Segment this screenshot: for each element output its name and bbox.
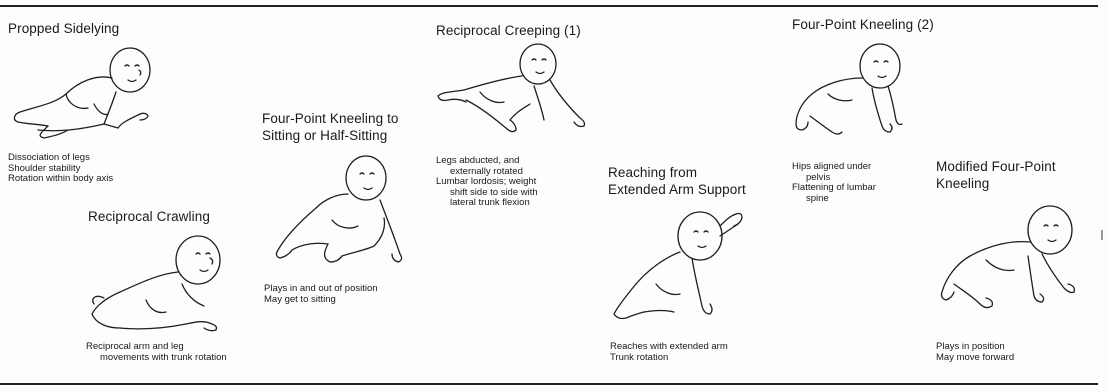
caption-line: movements with trunk rotation: [86, 353, 227, 364]
panel-title-line: Four-Point Kneeling to: [262, 110, 399, 127]
caption-line: Plays in and out of position: [264, 284, 378, 295]
caption-line: Rotation within body axis: [8, 174, 113, 185]
caption-line: Hips aligned under: [792, 162, 876, 173]
panel-title: Reaching from Extended Arm Support: [608, 164, 746, 198]
panel-title-line: Four-Point Kneeling (2): [792, 16, 934, 33]
infant-sidelying-illustration: [8, 42, 158, 142]
panel-caption: Dissociation of legs Shoulder stability …: [8, 153, 113, 185]
scan-edge-mark: [1101, 230, 1103, 240]
panel-title: Four-Point Kneeling (2): [792, 16, 934, 33]
panel-caption: Plays in and out of position May get to …: [264, 284, 378, 305]
top-rule: [0, 5, 1098, 7]
panel-title: Reciprocal Creeping (1): [436, 22, 581, 39]
caption-line: Flattening of lumbar: [792, 183, 876, 194]
panel-caption: Reciprocal arm and leg movements with tr…: [86, 342, 227, 363]
panel-caption: Legs abducted, and externally rotated Lu…: [436, 156, 538, 209]
caption-line: Reciprocal arm and leg: [86, 342, 227, 353]
infant-kneel-to-sit-illustration: [262, 150, 412, 275]
caption-line: Plays in position: [936, 342, 1014, 353]
infant-reaching-illustration: [608, 206, 758, 330]
panel-title-line: Sitting or Half-Sitting: [262, 127, 399, 144]
panel-title: Modified Four-Point Kneeling: [936, 158, 1056, 192]
panel-title: Four-Point Kneeling to Sitting or Half-S…: [262, 110, 399, 144]
caption-line: Lumbar lordosis; weight: [436, 177, 538, 188]
infant-four-point-kneeling-illustration: [788, 38, 918, 148]
panel-title-line: Modified Four-Point: [936, 158, 1056, 175]
infant-creeping-illustration: [434, 42, 594, 142]
panel-title-line: Extended Arm Support: [608, 181, 746, 198]
caption-line: Reaches with extended arm: [610, 342, 728, 353]
panel-title-line: Propped Sidelying: [8, 20, 119, 37]
panel-title: Reciprocal Crawling: [88, 208, 210, 225]
caption-line: May get to sitting: [264, 295, 378, 306]
panel-caption: Plays in position May move forward: [936, 342, 1014, 363]
caption-line: lateral trunk flexion: [436, 198, 538, 209]
panel-title-line: Kneeling: [936, 175, 1056, 192]
panel-caption: Reaches with extended arm Trunk rotation: [610, 342, 728, 363]
panel-title-line: Reaching from: [608, 164, 746, 181]
panel-title-line: Reciprocal Crawling: [88, 208, 210, 225]
caption-line: spine: [792, 194, 876, 205]
caption-line: Legs abducted, and: [436, 156, 538, 167]
caption-line: Dissociation of legs: [8, 153, 113, 164]
infant-crawling-illustration: [86, 228, 246, 338]
panel-title-line: Reciprocal Creeping (1): [436, 22, 581, 39]
infant-modified-kneeling-illustration: [932, 200, 1082, 330]
panel-caption: Hips aligned under pelvis Flattening of …: [792, 162, 876, 204]
panel-title: Propped Sidelying: [8, 20, 119, 37]
caption-line: Trunk rotation: [610, 353, 728, 364]
bottom-rule: [0, 383, 1098, 385]
caption-line: May move forward: [936, 353, 1014, 364]
